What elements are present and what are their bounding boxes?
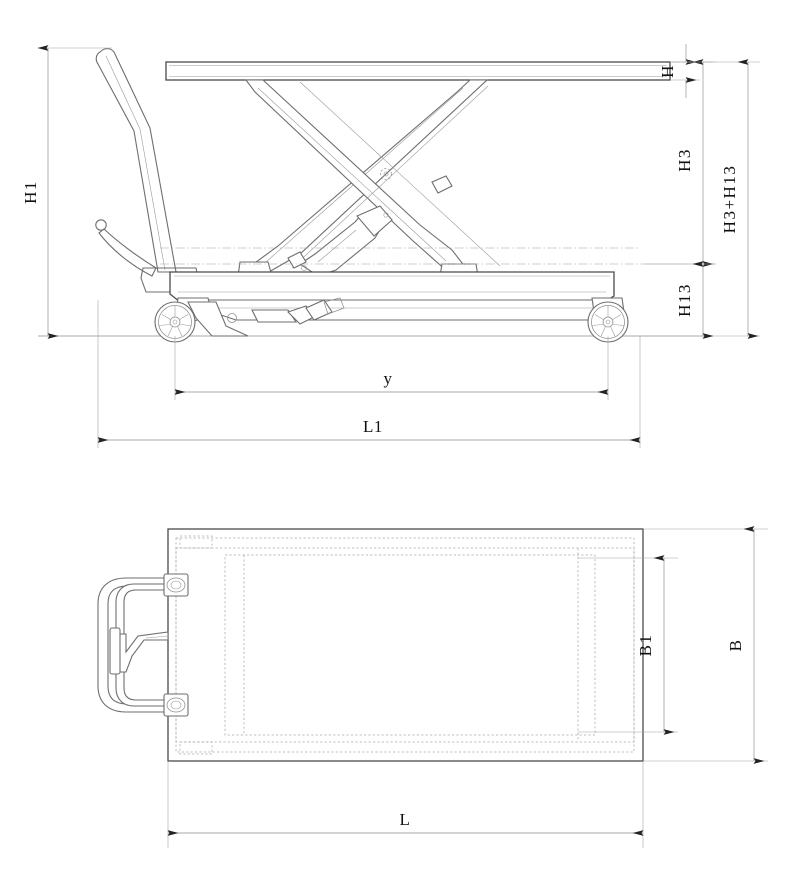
plan-hidden-frame-inner (175, 547, 635, 743)
dimension-H3-plus-H13: H3+H13 (670, 59, 760, 339)
plan-view-handle (97, 573, 189, 717)
side-elevation-view: H1 H H3 H13 H3+H13 (21, 44, 760, 448)
plan-platform-outline (167, 528, 644, 762)
lift-platform (165, 61, 671, 81)
dimension-B1: B1 (578, 555, 678, 735)
dimension-L: L (167, 761, 644, 848)
foot-pump-lever (95, 219, 157, 277)
caster-linkage (187, 297, 345, 337)
dimension-y: y (174, 336, 609, 400)
dimension-label-H: H (658, 64, 677, 78)
push-handle (95, 48, 177, 273)
top-plan-view: B1 B L (97, 526, 768, 848)
dimension-label-B1: B1 (636, 634, 655, 657)
dimension-B: B (643, 526, 768, 764)
dimension-label-H1: H1 (21, 180, 40, 204)
dimension-label-L: L (400, 810, 411, 829)
dimension-label-B: B (726, 639, 745, 652)
dimension-label-H3-plus-H13: H3+H13 (720, 165, 739, 234)
dimension-H1: H1 (21, 45, 112, 339)
dimension-label-H13: H13 (675, 283, 694, 317)
plan-scissor-footprint (224, 554, 596, 736)
dimension-H13: H13 (640, 261, 760, 339)
arm-knuckle (431, 175, 453, 194)
dimension-label-L1: L1 (363, 417, 383, 436)
base-frame (169, 271, 615, 321)
dimension-label-y: y (384, 369, 393, 388)
rear-caster-wheel (587, 297, 629, 343)
dimension-label-H3: H3 (675, 148, 694, 172)
dimension-L1: L1 (97, 300, 641, 448)
